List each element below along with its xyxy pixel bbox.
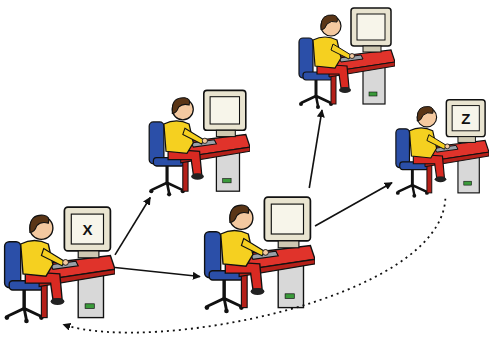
workstation bbox=[145, 82, 250, 198]
arrow bbox=[115, 198, 150, 255]
arrow bbox=[115, 268, 200, 277]
workstation bbox=[200, 188, 315, 315]
screen-label: X bbox=[82, 222, 92, 237]
dotted-arrow bbox=[63, 199, 445, 333]
screen-label: Z bbox=[461, 111, 470, 126]
workstation bbox=[295, 0, 395, 110]
workstation: X bbox=[0, 198, 115, 325]
arrow bbox=[315, 183, 392, 226]
arrow bbox=[309, 110, 322, 188]
workstation: Z bbox=[392, 92, 489, 199]
